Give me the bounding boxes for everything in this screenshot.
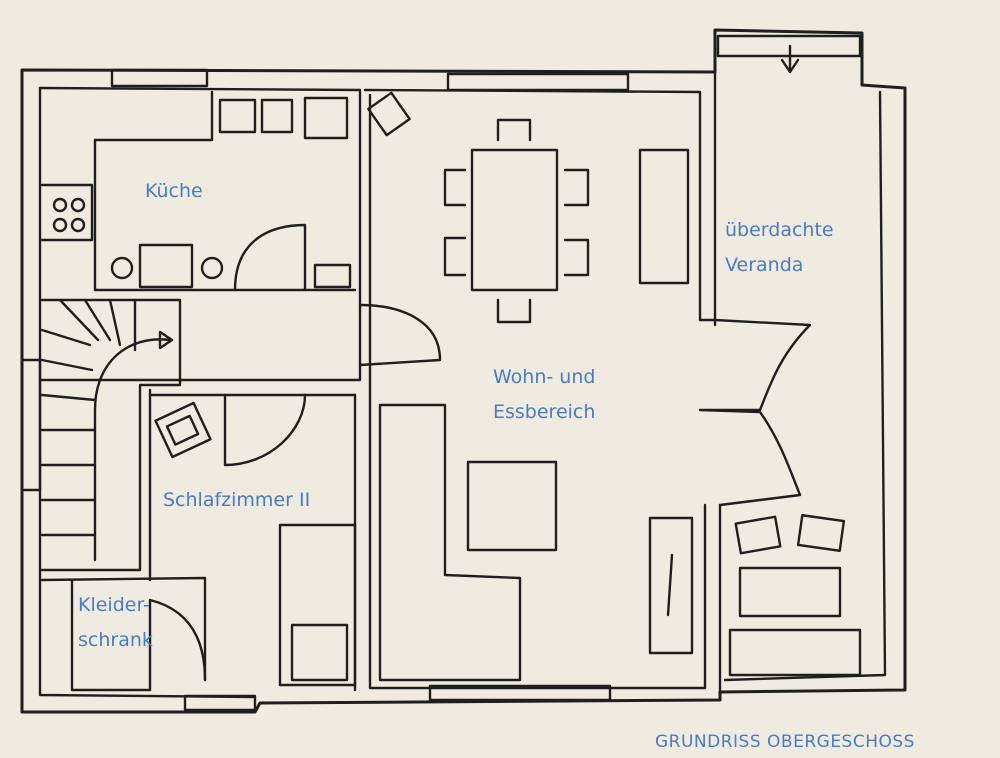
room-label-kleiderschrank: Kleider- schrank (78, 588, 153, 658)
room-label-schlafzimmer: Schlafzimmer II (163, 489, 311, 511)
living-set (378, 403, 694, 682)
room-label-kueche: Küche (145, 180, 203, 202)
room-label-wohnbereich-line1: Wohn- und (493, 366, 596, 388)
bedroom (154, 393, 357, 692)
room-label-wohnbereich-line2: Essbereich (493, 401, 596, 423)
room-label-veranda: überdachte Veranda (725, 213, 834, 283)
kitchen (40, 90, 357, 292)
staircase (40, 298, 182, 572)
wardrobe (40, 576, 207, 692)
room-label-kleiderschrank-line1: Kleider- (78, 594, 150, 616)
plan-caption: GRUNDRISS OBERGESCHOSS (655, 732, 915, 752)
room-label-kleiderschrank-line2: schrank (78, 629, 153, 651)
outer-walls (20, 28, 907, 714)
room-label-veranda-line2: Veranda (725, 254, 804, 276)
windows (20, 34, 862, 712)
room-label-wohnbereich: Wohn- und Essbereich (493, 360, 595, 430)
dining-set (367, 91, 690, 324)
room-label-veranda-line1: überdachte (725, 219, 834, 241)
veranda (698, 70, 862, 702)
hall-doors (148, 303, 442, 582)
